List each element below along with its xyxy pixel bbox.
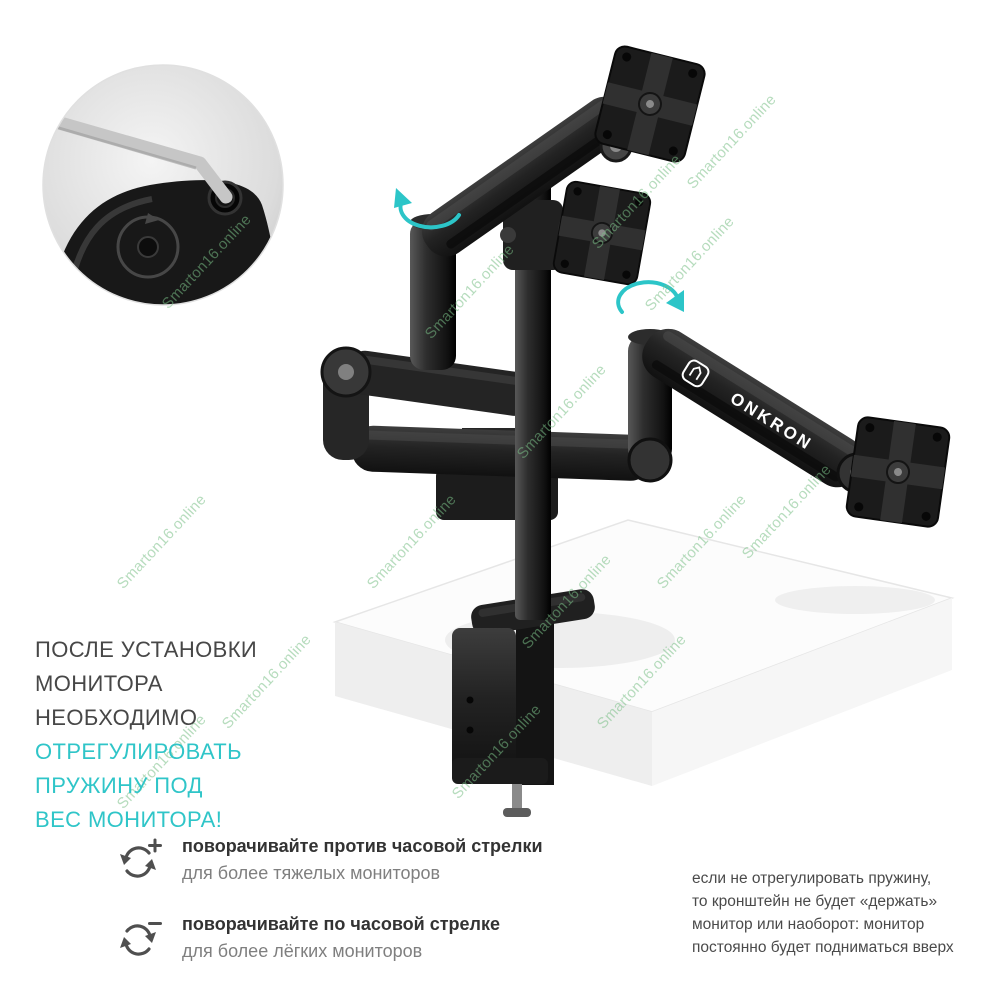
right-gas-arm: ONKRON [642, 328, 952, 529]
upper-gas-arm [421, 43, 708, 257]
hex-key-inset [42, 64, 284, 306]
hex-key [43, 113, 233, 204]
clamp-screw [512, 784, 522, 810]
table-clamp [471, 589, 595, 785]
top-vesa-plate [592, 43, 708, 165]
onkron-logo [681, 359, 710, 388]
clamp-front [452, 628, 548, 817]
rotate-arrow-icon [394, 188, 461, 230]
right-vesa-plate [844, 415, 952, 529]
middle-vesa-mount [500, 179, 653, 287]
rotate-arrow-icon [616, 280, 684, 314]
desk [332, 519, 955, 786]
middle-vesa-plate [551, 179, 653, 287]
